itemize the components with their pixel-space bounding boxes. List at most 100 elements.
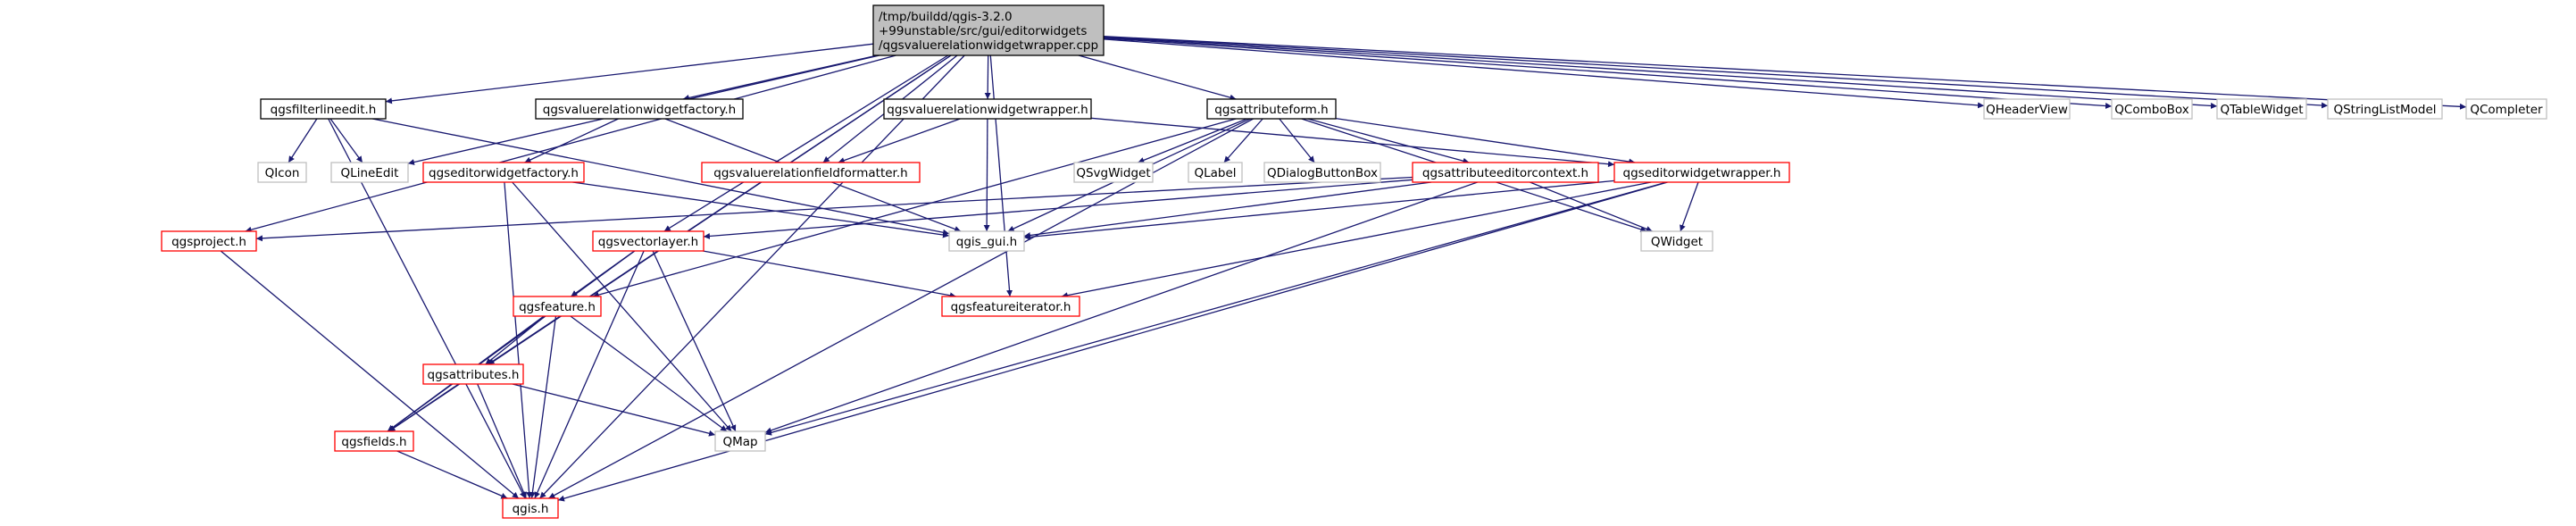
node-box-qgsattributes [422,363,524,385]
node-root[interactable]: /tmp/buildd/qgis-3.2.0+99unstable/src/gu… [872,4,1105,56]
node-box-QIcon [257,162,307,183]
node-qgsfeature[interactable]: qgsfeature.h [513,296,602,317]
node-box-qgsvaluerelationfieldformatter [701,162,921,183]
node-qgsvaluerelationfieldformatter[interactable]: qgsvaluerelationfieldformatter.h [701,162,921,183]
node-qgsvaluerelationwidgetwrapper[interactable]: qgsvaluerelationwidgetwrapper.h [883,98,1092,120]
node-label-qgsfeature: qgsfeature.h [519,300,596,314]
node-box-QTableWidget [2216,98,2307,120]
edge-qgsattributeform-to-qgsfeature [592,118,1237,298]
node-qgsvectorlayer[interactable]: qgsvectorlayer.h [592,230,704,252]
edge-qgsfilterlineedit-to-qgis_gui [372,118,950,236]
node-label-QDialogButtonBox: QDialogButtonBox [1267,166,1378,180]
node-qgis[interactable]: qgis.h [502,497,559,519]
edge-qgsattributes-to-qgis [477,383,527,499]
edge-qgseditorwidgetwrapper-to-QWidget [1680,181,1699,232]
node-QWidget: QWidget [1640,230,1713,252]
edge-qgsproject-to-qgis [220,250,520,499]
node-qgsattributes[interactable]: qgsattributes.h [422,363,524,385]
node-qgis_gui: qgis_gui.h [948,230,1025,252]
edge-qgsfeature-to-qgsattributes [485,315,546,365]
node-box-qgsfeatureiterator [941,296,1080,317]
node-label-qgsvaluerelationfieldformatter: qgsvaluerelationfieldformatter.h [713,166,907,180]
node-qgsfeatureiterator[interactable]: qgsfeatureiterator.h [941,296,1080,317]
node-label-qgsvaluerelationwidgetwrapper: qgsvaluerelationwidgetwrapper.h [887,103,1088,117]
edge-root-to-QComboBox [1103,38,2113,110]
edge-qgseditorwidgetfactory-to-QMap [512,181,732,432]
node-qgseditorwidgetfactory[interactable]: qgseditorwidgetfactory.h [422,162,585,183]
edge-qgseditorwidgetwrapper-to-qgis_gui [1023,180,1615,240]
node-label-QMap: QMap [722,435,757,449]
node-box-QLineEdit [330,162,409,183]
edge-qgseditorwidgetwrapper-to-qgsfeatureiterator [1061,181,1652,299]
edge-qgsfeature-to-QMap [570,315,728,432]
node-label-qgsvaluerelationwidgetfactory: qgsvaluerelationwidgetfactory.h [543,103,736,117]
edge-qgsattributeeditorcontext-to-qgsproject [255,176,1413,242]
node-box-QDialogButtonBox [1263,162,1381,183]
node-label-qgsattributes: qgsattributes.h [428,368,520,382]
edge-root-to-qgsattributeform [1078,54,1237,101]
edge-root-to-QHeaderView [1103,38,1985,109]
edge-qgsvaluerelationwidgetfactory-to-qgseditorwidgetfactory [524,118,619,163]
edge-qgsvaluerelationwidgetwrapper-to-qgseditorwidgetwrapper [1090,117,1615,168]
node-qgseditorwidgetwrapper[interactable]: qgseditorwidgetwrapper.h [1613,162,1790,183]
node-label-QLabel: QLabel [1194,166,1236,180]
node-label-qgsfeatureiterator: qgsfeatureiterator.h [951,300,1071,314]
edge-qgsattributeform-to-QSvgWidget [1138,118,1247,163]
edge-qgsvectorlayer-to-QMap [652,250,737,432]
node-QIcon: QIcon [257,162,307,183]
edge-qgseditorwidgetfactory-to-qgis [504,181,533,499]
node-label-qgsattributeeditorcontext: qgsattributeeditorcontext.h [1422,166,1588,180]
node-label-root: /qgsvaluerelationwidgetwrapper.cpp [879,38,1098,53]
node-qgsattributeeditorcontext[interactable]: qgsattributeeditorcontext.h [1412,162,1599,183]
node-label-qgsfields: qgsfields.h [341,435,406,449]
node-box-QStringListModel [2327,98,2443,120]
node-box-qgis [502,497,559,519]
node-qgsproject[interactable]: qgsproject.h [161,230,257,252]
node-box-qgsvaluerelationwidgetfactory [535,98,744,120]
edge-qgsattributeform-to-QLabel [1223,118,1263,163]
nodes-layer: /tmp/buildd/qgis-3.2.0+99unstable/src/gu… [161,4,2547,519]
node-box-QHeaderView [1983,98,2071,120]
edge-qgsfilterlineedit-to-QLineEdit [329,118,363,163]
edge-qgsattributeform-to-qgsattributeeditorcontext [1307,118,1470,164]
edge-root-to-QCompleter [1103,36,2467,110]
node-label-QStringListModel: QStringListModel [2333,103,2436,117]
node-qgsfields[interactable]: qgsfields.h [334,430,414,452]
node-label-QComboBox: QComboBox [2114,103,2188,117]
edge-root-to-qgsvaluerelationwidgetfactory [682,54,878,101]
node-qgsattributeform[interactable]: qgsattributeform.h [1206,98,1337,120]
node-label-qgseditorwidgetwrapper: qgseditorwidgetwrapper.h [1623,166,1781,180]
node-label-root: /tmp/buildd/qgis-3.2.0 [879,10,1013,24]
edge-root-to-qgsproject [245,54,896,233]
node-box-qgsattributeeditorcontext [1412,162,1599,183]
edge-qgsvaluerelationwidgetwrapper-to-qgsvaluerelationfieldformatter [838,118,961,163]
node-box-qgsvaluerelationwidgetwrapper [883,98,1092,120]
edge-qgsvectorlayer-to-qgsfeatureiterator [703,250,956,299]
node-box-qgseditorwidgetwrapper [1613,162,1790,183]
node-box-QWidget [1640,230,1713,252]
edge-qgsfeature-to-qgis [529,315,557,499]
node-label-QIcon: QIcon [265,166,300,180]
edge-root-to-qgsfeatureiterator [989,54,1013,297]
node-label-qgseditorwidgetfactory: qgseditorwidgetfactory.h [429,166,579,180]
node-label-QCompleter: QCompleter [2470,103,2543,117]
node-box-root [872,4,1105,56]
node-QLineEdit: QLineEdit [330,162,409,183]
edge-root-to-qgis [539,54,965,499]
node-box-qgsproject [161,230,257,252]
node-box-QComboBox [2111,98,2193,120]
edge-qgseditorwidgetwrapper-to-qgis [557,181,1668,502]
node-label-QLineEdit: QLineEdit [341,166,399,180]
node-QSvgWidget: QSvgWidget [1073,162,1154,183]
node-label-qgsproject: qgsproject.h [171,235,246,249]
node-qgsvaluerelationwidgetfactory[interactable]: qgsvaluerelationwidgetfactory.h [535,98,744,120]
node-QHeaderView: QHeaderView [1983,98,2071,120]
edge-qgsattributeeditorcontext-to-QWidget [1530,181,1653,232]
edge-qgsvectorlayer-to-qgis [534,250,645,499]
node-qgsfilterlineedit[interactable]: qgsfilterlineedit.h [260,98,387,120]
node-box-qgseditorwidgetfactory [422,162,585,183]
edge-qgsattributeeditorcontext-to-qgsvectorlayer [703,179,1413,239]
edge-root-to-qgsfilterlineedit [385,43,874,104]
node-label-QSvgWidget: QSvgWidget [1076,166,1150,180]
edge-qgsvaluerelationwidgetwrapper-to-qgis_gui [983,118,990,232]
